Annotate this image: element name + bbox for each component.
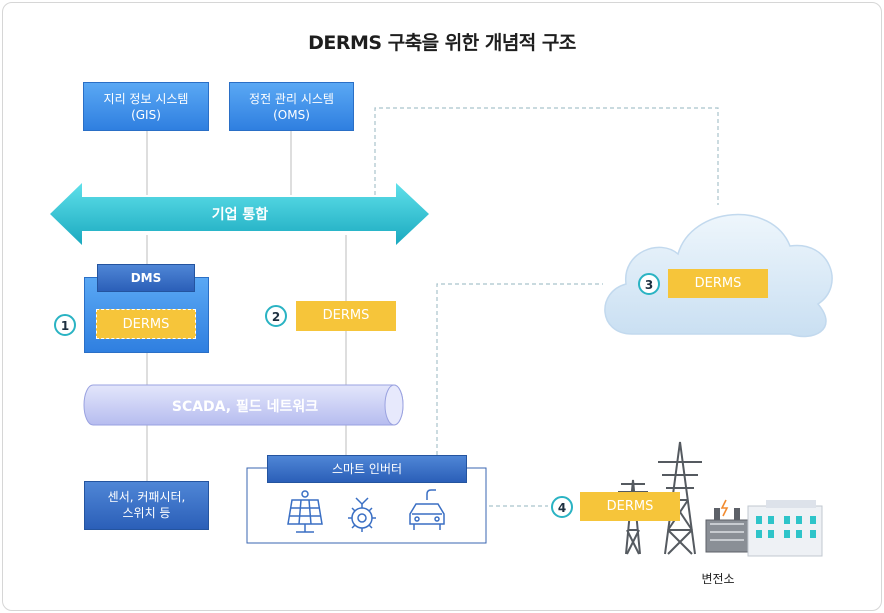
transmission-tower-icon [658,441,702,555]
electric-car-icon [409,489,445,530]
gis-line1: 지리 정보 시스템 [103,92,189,106]
oms-box: 정전 관리 시스템 (OMS) [229,82,354,131]
gis-box: 지리 정보 시스템 (GIS) [83,82,209,131]
oms-line2: (OMS) [273,108,310,122]
sensors-line2: 스위치 등 [122,506,171,520]
enterprise-bus-label: 기업 통합 [211,207,269,223]
gis-line2: (GIS) [131,108,161,122]
bus-cloud-dashed [374,107,719,205]
badge-2: 2 [265,305,287,327]
derms-box-4: DERMS [580,492,680,521]
oms-line1: 정전 관리 시스템 [249,92,334,106]
badge-1: 1 [54,314,76,336]
solar-panel-icon [287,490,323,533]
scada-pipe-end [384,384,404,426]
transformer-icon [705,499,749,553]
diagram-title: DERMS 구축을 위한 개념적 구조 [308,32,576,54]
badge-4: 4 [551,496,573,518]
derms-box-2: DERMS [296,301,396,331]
enterprise-bus-arrow [50,183,429,245]
derms-box-3: DERMS [668,269,768,298]
building-icon [747,500,823,557]
sensors-line1: 센서, 커패시터, [107,490,186,504]
dms-derms-box: DERMS [96,309,196,339]
smart-inverter-label: 스마트 인버터 [267,455,467,483]
gear-icon [348,497,376,532]
dms-label: DMS [97,264,195,292]
substation-label: 변전소 [701,572,735,586]
inverter-cloud-dashed [436,283,603,455]
badge-3: 3 [638,273,660,295]
sensors-box: 센서, 커패시터, 스위치 등 [84,481,209,530]
scada-label: SCADA, 필드 네트워크 [171,399,319,415]
